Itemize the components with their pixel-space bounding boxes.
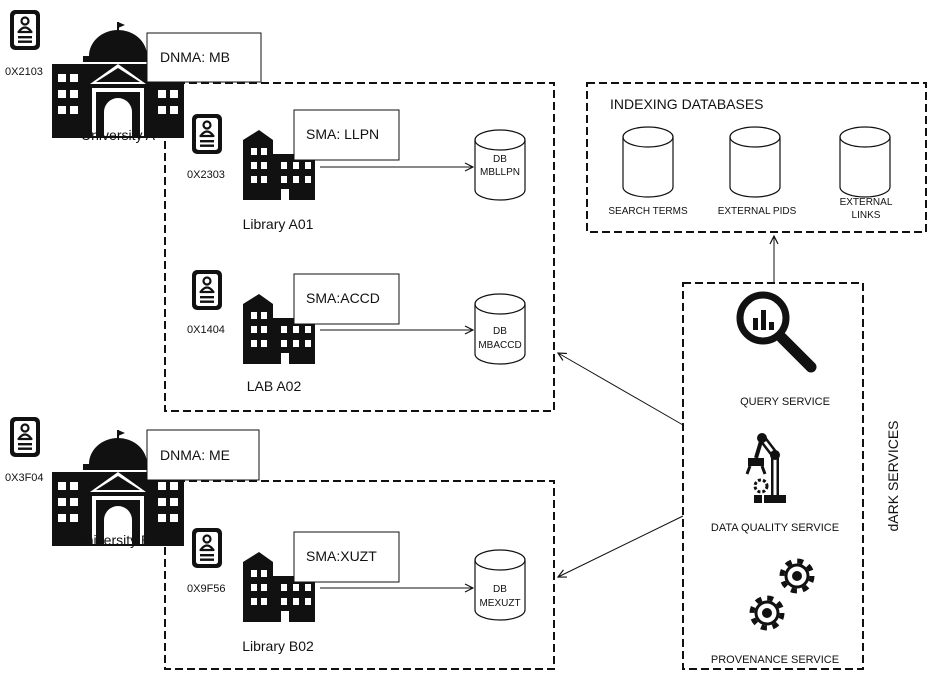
query-service-label: QUERY SERVICE (740, 396, 830, 408)
university-b-name: University B (76, 532, 151, 548)
unit-library-b02: 0X9F56 SMA:XUZT Library B02 DB MEXUZT (187, 526, 526, 654)
external-pids-label: EXTERNAL PIDS (718, 206, 797, 217)
db-label-line: MBLLPN (480, 167, 520, 178)
sma-label-box (293, 273, 400, 325)
university-b-id: 0X3F04 (5, 472, 44, 484)
db-label-line: DB (493, 154, 507, 165)
services-to-group-b-arrow (558, 515, 684, 577)
db-label-line: DB (493, 584, 507, 595)
id-card-icon (8, 8, 42, 52)
services-to-group-a-arrow (558, 353, 684, 426)
unit-library-a01: 0X2303 SMA: LLPN Library A01 DB MBLLPN (187, 109, 526, 232)
db-label-line: MEXUZT (479, 598, 520, 609)
unit-lab-a02: 0X1404 SMA:ACCD LAB A02 DB MBACCD (187, 268, 526, 394)
sma-label-box (293, 531, 400, 583)
university-b-group-box (164, 480, 555, 670)
unit-id: 0X9F56 (187, 583, 226, 595)
dark-services: QUERY SERVICE DATA QUALITY SERVICE PROVE… (711, 291, 901, 666)
dark-services-title: dARK SERVICES (885, 420, 901, 531)
unit-id: 0X2303 (187, 169, 225, 181)
university-b: 0X3F04 DNMA: ME University B (5, 415, 260, 548)
data-quality-service-label: DATA QUALITY SERVICE (711, 522, 839, 534)
id-card-icon (190, 268, 224, 312)
unit-sma: SMA: LLPN (306, 126, 379, 142)
university-a: 0X2103 DNMA: MB University A (5, 8, 262, 143)
indexing-databases: INDEXING DATABASES SEARCH TERMS EXTERNAL… (608, 96, 892, 221)
external-links-label-line: EXTERNAL (840, 197, 893, 208)
university-b-dnma: DNMA: ME (160, 447, 230, 463)
unit-sma: SMA:XUZT (306, 548, 377, 564)
dnma-label-box (146, 429, 260, 481)
unit-name: LAB A02 (247, 378, 302, 394)
indexing-title: INDEXING DATABASES (610, 96, 764, 112)
university-a-name: University A (81, 127, 156, 143)
gear-icon (782, 561, 812, 591)
db-label-line: MBACCD (478, 340, 521, 351)
unit-id: 0X1404 (187, 324, 225, 336)
unit-name: Library B02 (242, 638, 314, 654)
id-card-icon (190, 112, 224, 156)
db-label-line: DB (493, 326, 507, 337)
sma-label-box (293, 109, 400, 161)
external-links-label-line: LINKS (852, 210, 881, 221)
id-card-icon (8, 415, 42, 459)
id-card-icon (190, 526, 224, 570)
magnifier-chart-icon (736, 291, 817, 373)
robot-arm-icon (745, 433, 786, 503)
university-a-dnma: DNMA: MB (160, 49, 230, 65)
database-icon (729, 126, 781, 198)
unit-name: Library A01 (243, 216, 314, 232)
university-a-id: 0X2103 (5, 66, 43, 78)
database-icon (622, 126, 674, 198)
database-icon (839, 126, 891, 198)
unit-sma: SMA:ACCD (306, 290, 380, 306)
indexing-databases-box (586, 82, 927, 233)
dark-services-box (682, 282, 864, 670)
dnma-label-box (146, 32, 262, 83)
university-a-group-box (164, 82, 555, 412)
provenance-service-label: PROVENANCE SERVICE (711, 654, 839, 666)
gear-icon (752, 598, 782, 628)
database-icon (474, 129, 526, 201)
search-terms-label: SEARCH TERMS (608, 206, 688, 217)
